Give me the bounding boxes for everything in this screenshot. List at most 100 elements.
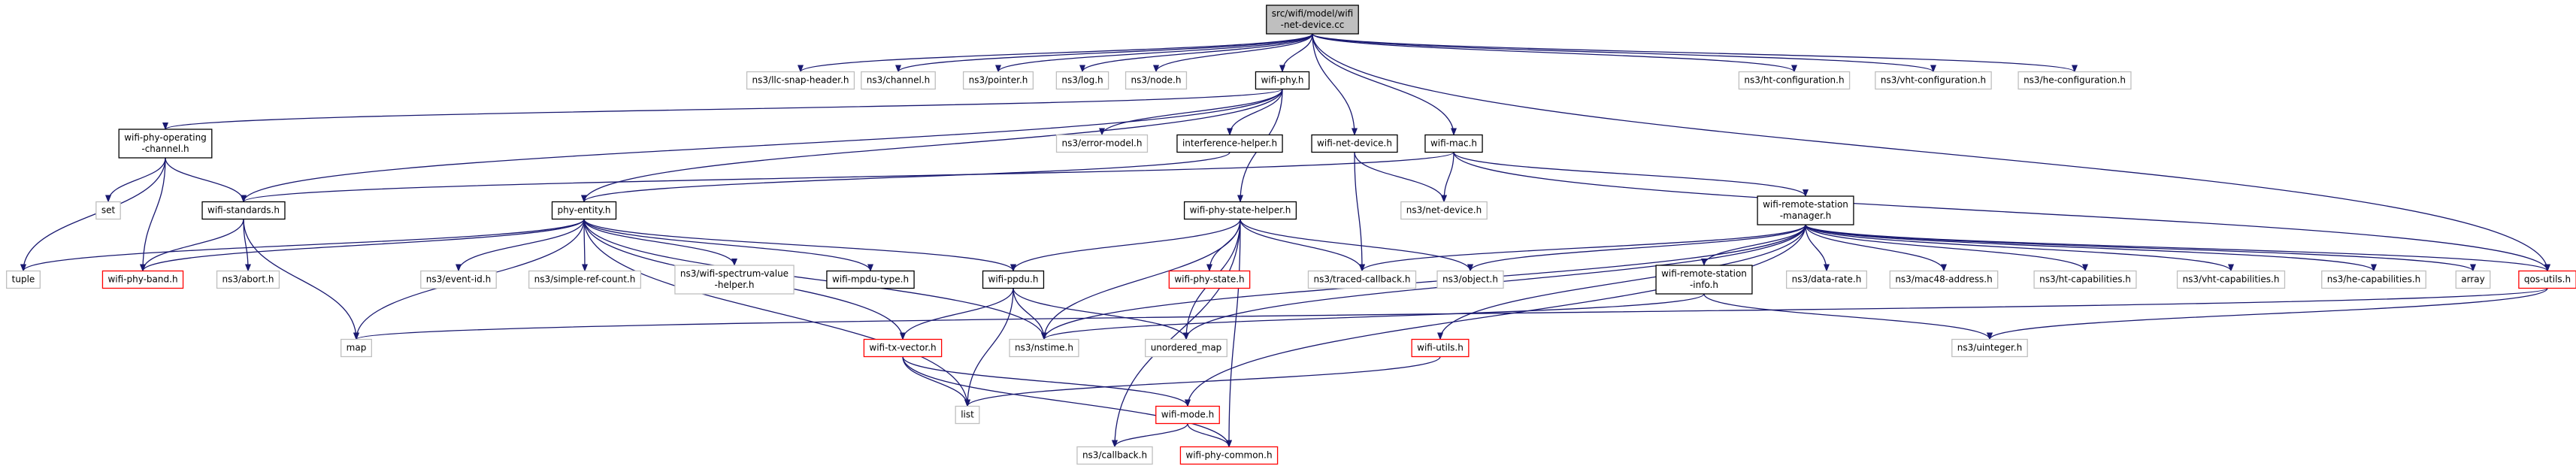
node-box bbox=[101, 270, 184, 289]
node-mode[interactable]: wifi-mode.h bbox=[1155, 405, 1220, 425]
node-phyentity[interactable]: phy-entity.h bbox=[551, 201, 617, 220]
node-box bbox=[1785, 270, 1868, 289]
node-label: ns3/event-id.h bbox=[426, 274, 491, 285]
node-root[interactable]: src/wifi/model/wifi-net-device.cc bbox=[1266, 5, 1359, 35]
node-label: interference-helper.h bbox=[1182, 138, 1277, 149]
node-box bbox=[674, 265, 795, 295]
node-label: wifi-phy-state.h bbox=[1174, 274, 1244, 285]
node-box bbox=[6, 270, 41, 289]
node-wifiphy[interactable]: wifi-phy.h bbox=[1255, 71, 1310, 90]
node-box bbox=[1009, 338, 1079, 358]
edge-rsm-to-nstime bbox=[1041, 224, 1806, 340]
node-standards[interactable]: wifi-standards.h bbox=[201, 201, 286, 220]
edge-opchan-to-set bbox=[105, 157, 166, 203]
node-box bbox=[2518, 270, 2576, 289]
node-label: wifi-phy-band.h bbox=[107, 274, 177, 285]
edge-rsm-to-wutils bbox=[1437, 224, 1806, 340]
node-label: map bbox=[347, 343, 367, 353]
edge-phyentity-to-mpdutype bbox=[583, 219, 873, 272]
node-vhtconf: ns3/vht-configuration.h bbox=[1875, 71, 1992, 90]
node-label: -channel.h bbox=[141, 144, 189, 154]
node-box bbox=[2018, 71, 2132, 90]
edge-phyentity-to-nstime bbox=[583, 219, 1047, 340]
node-label: ns3/vht-capabilities.h bbox=[2183, 274, 2280, 285]
node-label: wifi-tx-vector.h bbox=[869, 343, 936, 353]
node-interf[interactable]: interference-helper.h bbox=[1176, 134, 1283, 153]
node-label: phy-entity.h bbox=[558, 205, 611, 216]
node-label: wifi-utils.h bbox=[1417, 343, 1464, 353]
node-box bbox=[1400, 201, 1488, 220]
node-rsm[interactable]: wifi-remote-station-manager.h bbox=[1757, 195, 1854, 225]
edge-ppdu-to-list bbox=[964, 288, 1014, 407]
node-rsinfo[interactable]: wifi-remote-station-info.h bbox=[1655, 265, 1753, 295]
edge-qos-to-uinteger bbox=[1987, 288, 2548, 340]
node-channel: ns3/channel.h bbox=[861, 71, 936, 90]
node-array: array bbox=[2455, 270, 2491, 289]
edge-wifiphy-to-opchan bbox=[162, 88, 1283, 130]
node-phystate[interactable]: wifi-phy-state.h bbox=[1168, 270, 1251, 289]
node-ns3netdev: ns3/net-device.h bbox=[1400, 201, 1488, 220]
node-set: set bbox=[95, 201, 121, 220]
edge-rsm-to-traced bbox=[1359, 224, 1806, 272]
node-datarate: ns3/data-rate.h bbox=[1785, 270, 1868, 289]
edge-root-to-log bbox=[1079, 33, 1313, 73]
edge-mode-to-common bbox=[1187, 423, 1232, 448]
edge-statehelper-to-object bbox=[1240, 219, 1473, 272]
node-spectrum: ns3/wifi-spectrum-value-helper.h bbox=[674, 265, 795, 295]
edge-rsm-to-rsinfo bbox=[1701, 224, 1806, 266]
edge-wifiphy-to-phyentity bbox=[581, 89, 1283, 203]
node-hecap: ns3/he-capabilities.h bbox=[2321, 270, 2426, 289]
edge-phyentity-to-spectrum bbox=[583, 219, 737, 266]
node-label: ns3/he-configuration.h bbox=[2024, 75, 2126, 86]
node-box bbox=[2176, 270, 2286, 289]
edge-phyentity-to-band bbox=[140, 219, 585, 272]
node-umap: unordered_map bbox=[1145, 338, 1227, 358]
node-mpdutype[interactable]: wifi-mpdu-type.h bbox=[826, 270, 915, 289]
edge-wifiphy-to-standards bbox=[241, 89, 1283, 203]
node-label: ns3/mac48-address.h bbox=[1895, 274, 1992, 285]
node-wutils[interactable]: wifi-utils.h bbox=[1411, 338, 1470, 358]
node-mac[interactable]: wifi-mac.h bbox=[1424, 134, 1483, 153]
node-label: -helper.h bbox=[715, 280, 755, 290]
edge-rsinfo-to-uinteger bbox=[1703, 293, 1993, 340]
node-box bbox=[1179, 446, 1279, 465]
node-box bbox=[1266, 5, 1359, 35]
node-qos[interactable]: qos-utils.h bbox=[2518, 270, 2576, 289]
edge-ppdu-to-nstime bbox=[1013, 288, 1047, 340]
node-label: wifi-standards.h bbox=[207, 205, 280, 216]
edge-statehelper-to-callback bbox=[1112, 219, 1241, 448]
node-band[interactable]: wifi-phy-band.h bbox=[101, 270, 184, 289]
node-ppdu[interactable]: wifi-ppdu.h bbox=[982, 270, 1045, 289]
node-label: wifi-phy-common.h bbox=[1185, 450, 1272, 461]
edge-ppdu-to-umap bbox=[1013, 288, 1189, 340]
edge-wifiphy-to-errmodel bbox=[1099, 89, 1283, 136]
edge-phyentity-to-ppdu bbox=[583, 219, 1016, 272]
node-netdev[interactable]: wifi-net-device.h bbox=[1311, 134, 1398, 153]
node-box bbox=[1125, 71, 1188, 90]
node-label: ns3/data-rate.h bbox=[1792, 274, 1862, 285]
node-common[interactable]: wifi-phy-common.h bbox=[1179, 446, 1279, 465]
edge-wifiphy-to-interf bbox=[1227, 89, 1283, 136]
edge-mac-to-rsm bbox=[1453, 152, 1809, 197]
node-opchan[interactable]: wifi-phy-operating-channel.h bbox=[118, 129, 213, 159]
edge-root-to-channel bbox=[895, 33, 1313, 73]
node-label: wifi-phy-state-helper.h bbox=[1190, 205, 1291, 216]
node-label: wifi-mode.h bbox=[1161, 410, 1215, 420]
node-mac48: ns3/mac48-address.h bbox=[1889, 270, 1999, 289]
node-box bbox=[1424, 134, 1483, 153]
node-htcap: ns3/ht-capabilities.h bbox=[2033, 270, 2137, 289]
node-label: ns3/llc-snap-header.h bbox=[752, 75, 849, 86]
node-box bbox=[2455, 270, 2491, 289]
edge-root-to-qos bbox=[1312, 33, 2550, 272]
node-box bbox=[216, 270, 280, 289]
node-label: -net-device.cc bbox=[1281, 20, 1345, 30]
node-callback: ns3/callback.h bbox=[1076, 446, 1153, 465]
node-statehelper[interactable]: wifi-phy-state-helper.h bbox=[1183, 201, 1297, 220]
node-label: ns3/uinteger.h bbox=[1957, 343, 2022, 353]
node-txvector[interactable]: wifi-tx-vector.h bbox=[863, 338, 943, 358]
edge-txvector-to-common bbox=[902, 356, 1232, 448]
edge-rsm-to-vhtcap bbox=[1805, 224, 2234, 272]
node-box bbox=[955, 405, 980, 425]
edge-rsm-to-object bbox=[1467, 224, 1806, 272]
